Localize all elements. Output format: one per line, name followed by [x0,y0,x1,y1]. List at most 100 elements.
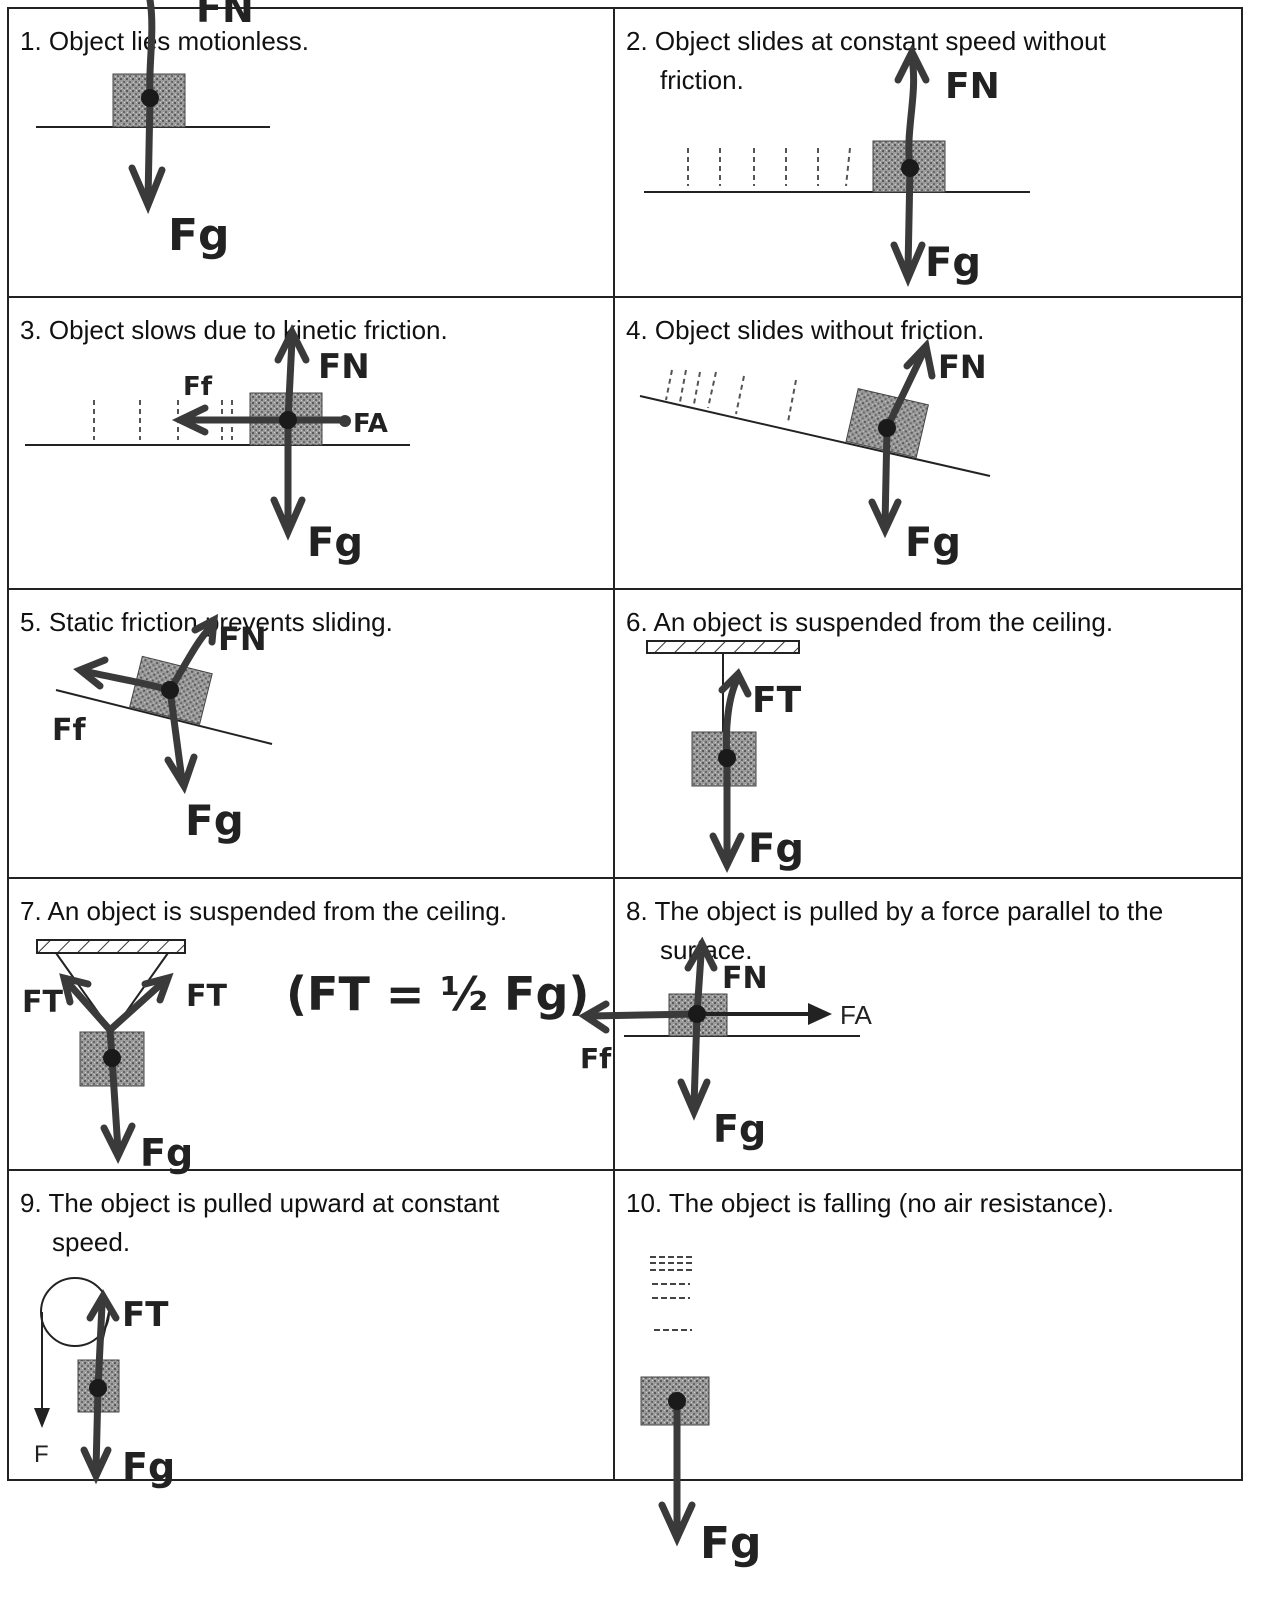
tension-right-arrowhead [141,972,174,1004]
normal-force-arrow [693,951,705,1018]
caption-9: 9. The object is pulled upward at consta… [20,1184,600,1262]
normal-arrowhead [894,44,930,84]
diagram-8: FN FA Ff Fg [578,936,872,1151]
diagram-3: FN Ff FA Fg [25,324,410,566]
gravity-force-arrow [166,686,186,784]
incline-line [639,395,991,477]
friction-arrowhead [73,656,109,690]
diagram-2: FN Fg [644,44,1030,287]
fg-label: Fg [925,240,981,286]
motion-lines [665,369,797,423]
diagram-9: FT F Fg [34,1277,175,1489]
tension-right-arrow [106,981,164,1034]
center-dot [718,749,736,767]
ff-label: Ff [580,1042,612,1075]
caption-7: 7. An object is suspended from the ceili… [20,892,600,931]
gravity-arrowhead [890,241,926,287]
diagram-7: FT FT Fg (FT = ½ Fg) [22,939,589,1175]
fg-label: Fg [713,1107,766,1151]
caption-2-line1: 2. Object slides at constant speed witho… [626,26,1106,56]
tension-arrowhead [86,1289,120,1322]
fn-label: FN [318,347,370,387]
caption-7-line1: 7. An object is suspended from the ceili… [20,896,508,926]
caption-9-line1: 9. The object is pulled upward at consta… [20,1188,500,1218]
caption-3: 3. Object slows due to kinetic friction. [20,311,600,350]
diagram-1: Fg FN [36,0,270,261]
fa-label: FA [353,409,388,439]
tension-arrowhead [718,668,752,698]
diagram-5: FN Ff Fg [52,613,273,845]
center-dot [279,411,297,429]
fg-label: Fg [122,1445,175,1489]
caption-1-line1: 1. Object lies motionless. [20,26,310,56]
center-dot [901,159,919,177]
cell-7: 7. An object is suspended from the ceili… [8,878,614,1170]
diagram-6: FT Fg [646,640,804,874]
pull-force-label: F [34,1441,49,1468]
fg-label: Fg [700,1518,762,1569]
gravity-arrowhead [128,164,166,215]
ft-right-label: FT [186,979,227,1014]
gravity-arrowhead [677,1078,711,1121]
gravity-force-arrow [904,164,914,274]
gravity-arrowhead [709,832,745,874]
gravity-arrowhead [658,1501,696,1547]
fg-label: Fg [168,210,230,261]
caption-9-line2: speed. [52,1227,131,1257]
diagram-4: FN Fg [639,338,991,566]
center-dot [688,1005,706,1023]
gravity-force-arrow [881,424,891,529]
center-dot [161,681,179,699]
gravity-arrowhead [868,498,902,539]
applied-arrow-tip [339,415,351,427]
motion-lines [687,147,851,187]
gravity-force-arrow [144,94,154,204]
center-dot [668,1392,686,1410]
ff-label: Ff [52,713,86,748]
ft-label: FT [122,1295,169,1335]
caption-6: 6. An object is suspended from the ceili… [626,603,1228,642]
normal-force-arrow [905,54,918,172]
ceiling [36,939,186,954]
gravity-force-arrow [690,1010,701,1109]
gravity-force-arrow [108,1054,122,1154]
fn-label: FN [218,620,267,658]
center-dot [878,419,896,437]
normal-force-arrow [883,351,926,432]
gravity-arrowhead [164,753,198,795]
caption-2: 2. Object slides at constant speed witho… [626,22,1228,100]
friction-arrowhead [171,404,209,436]
fn-label: FN [722,961,768,996]
pull-arrowhead [34,1408,50,1428]
cell-10: 10. The object is falling (no air resist… [614,1170,1242,1480]
applied-arrowhead [808,1003,832,1025]
incline-line [55,689,273,745]
cell-6: 6. An object is suspended from the ceili… [614,589,1242,878]
normal-arrowhead [903,338,936,380]
normal-arrowhead [274,324,310,364]
normal-force-arrow [146,0,156,102]
cell-9: 9. The object is pulled upward at consta… [8,1170,614,1480]
friction-force-arrow [586,1010,701,1020]
ceiling [646,640,800,654]
caption-4: 4. Object slides without friction. [626,311,1228,350]
caption-10: 10. The object is falling (no air resist… [626,1184,1228,1223]
normal-arrowhead [684,936,718,972]
caption-3-line1: 3. Object slows due to kinetic friction. [20,315,448,345]
normal-arrowhead [191,613,219,646]
cell-2: 2. Object slides at constant speed witho… [614,8,1242,297]
fg-label: Fg [185,796,244,845]
gravity-arrowhead [100,1122,136,1165]
center-dot [103,1049,121,1067]
fn-label: FN [945,66,1000,107]
normal-force-arrow [166,624,214,694]
ft-left-label: FT [22,985,63,1020]
fa-label: FA [840,1000,872,1030]
ft-equation: (FT = ½ Fg) [286,967,589,1021]
caption-10-line1: 10. The object is falling (no air resist… [626,1188,1114,1218]
ff-label: Ff [183,372,213,402]
center-dot [141,89,159,107]
tension-force-arrow [94,1301,106,1392]
friction-arrowhead [578,1000,610,1034]
